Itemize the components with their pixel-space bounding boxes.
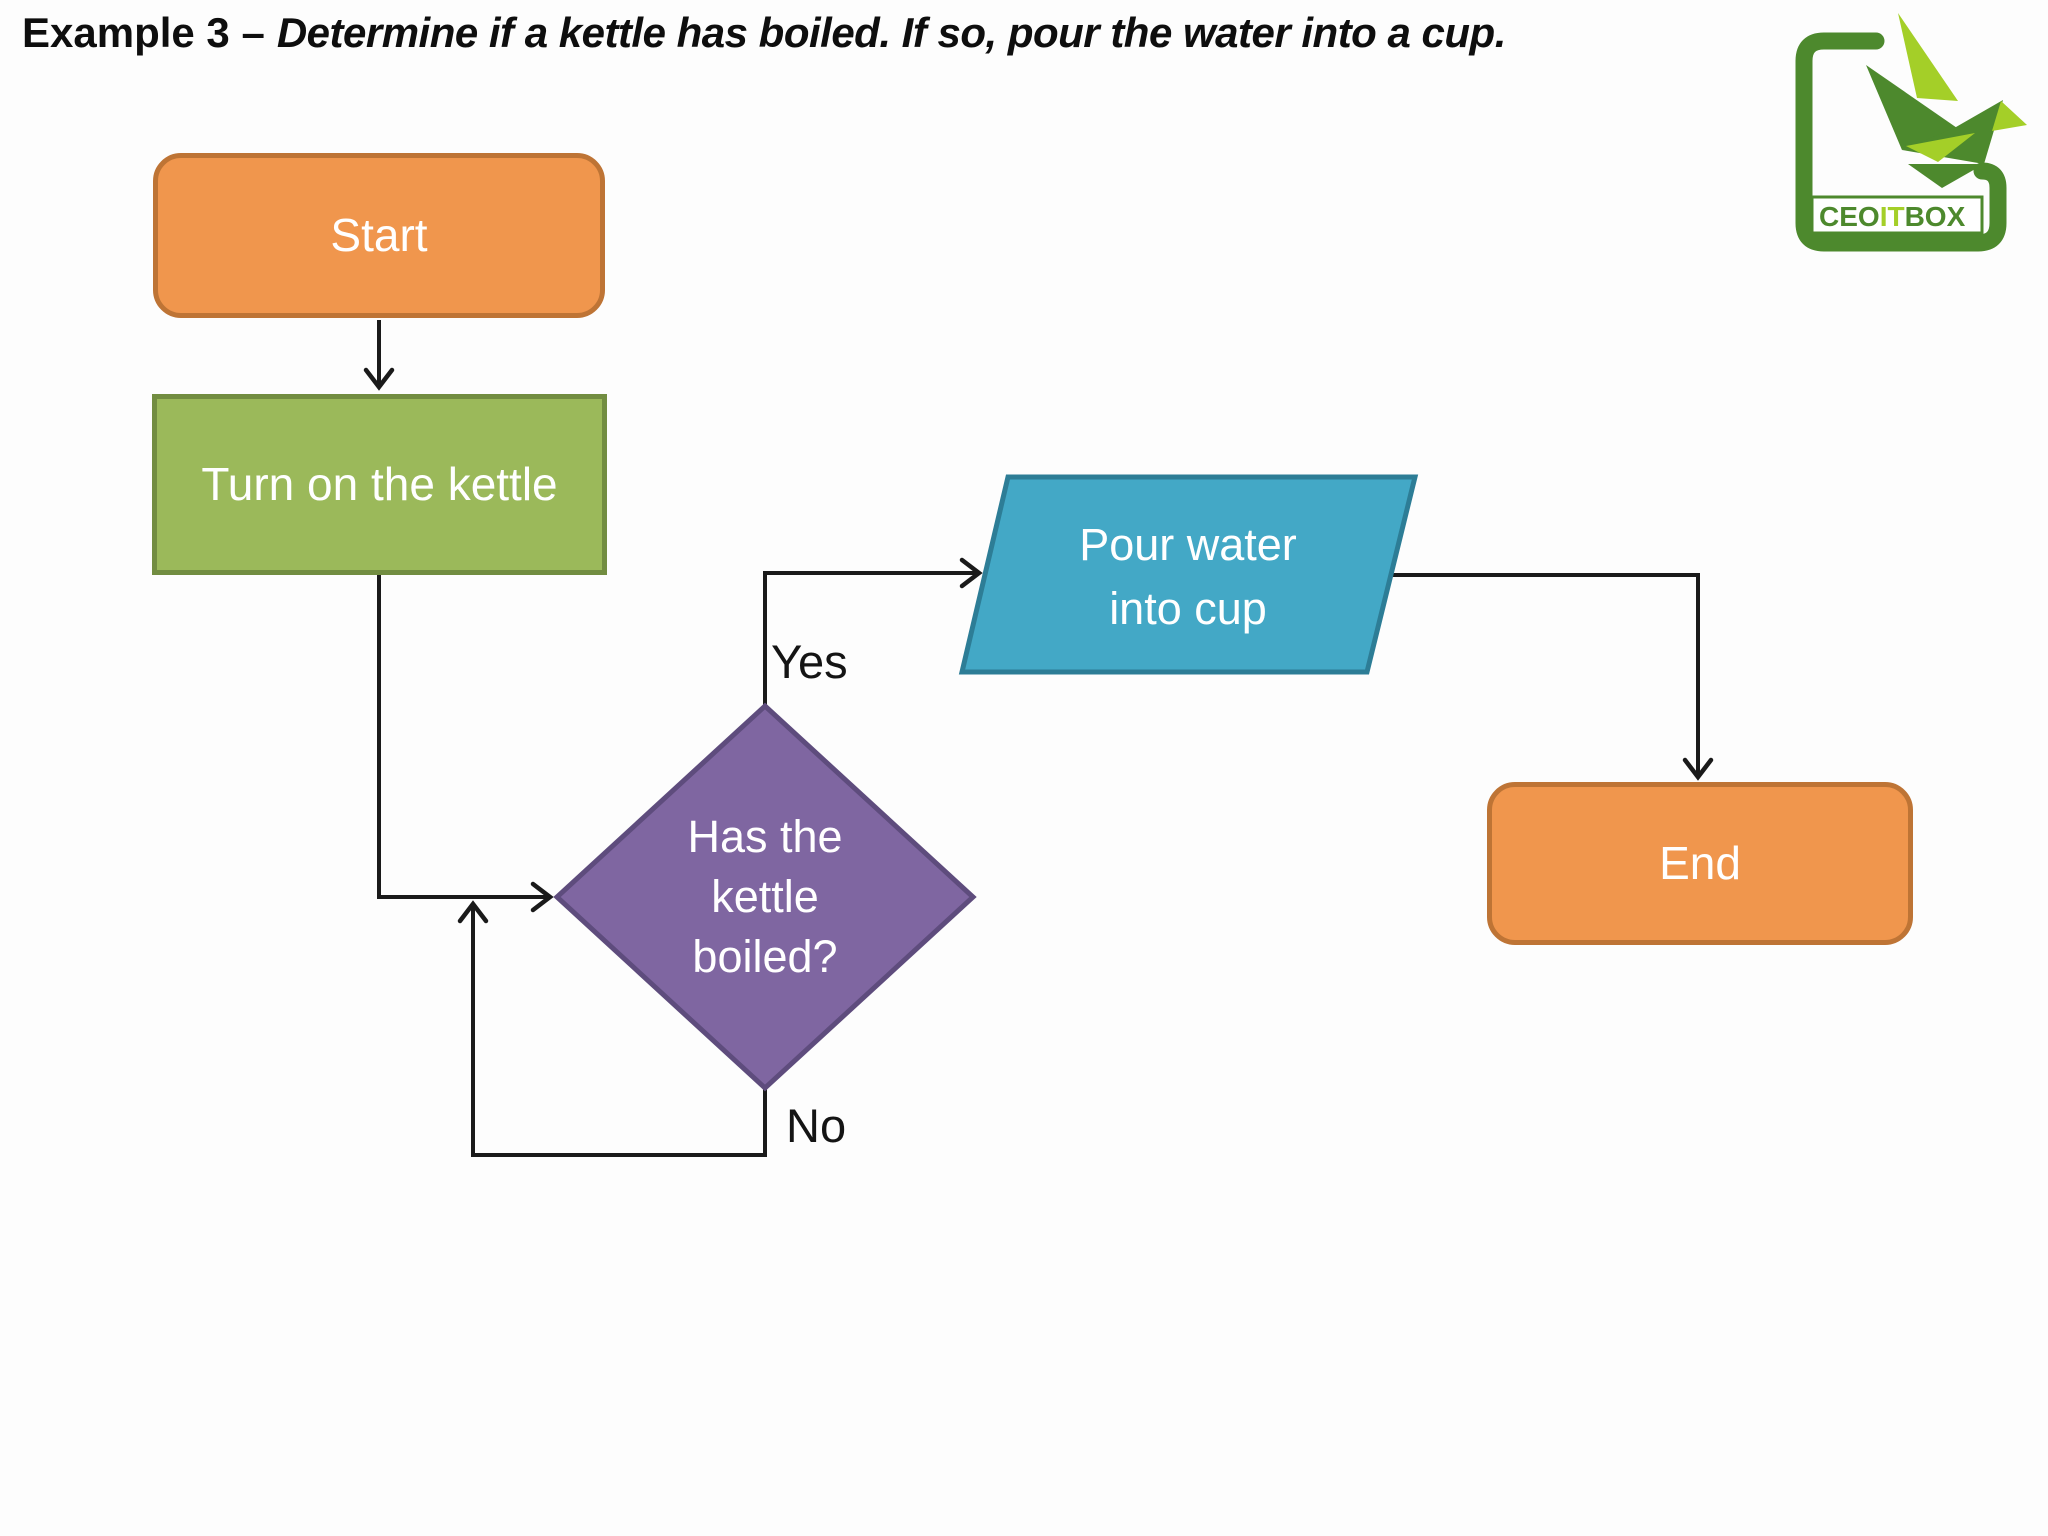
logo-wordmark-box <box>1810 195 1984 235</box>
edge-label-no: No <box>786 1099 847 1152</box>
edge-label-yes: Yes <box>771 635 848 688</box>
logo-word-box: BOX <box>1905 201 1966 232</box>
io-node-shape <box>958 474 1419 675</box>
logo-word-ceo: CEO <box>1819 201 1880 232</box>
title-prefix: Example 3 – <box>22 9 265 56</box>
edge-process-to-decision <box>377 575 554 913</box>
bird-front-wing <box>1866 65 1960 150</box>
edge-io-to-end <box>1389 573 1714 781</box>
start-node: Start <box>153 153 605 318</box>
io-node-label: Pour water into cup <box>988 513 1388 641</box>
logo-frame <box>1795 32 2007 252</box>
decision-node-shape <box>553 702 977 1092</box>
bird-beak <box>1992 101 2027 131</box>
io-label-line1: Pour water <box>1079 519 1297 570</box>
origami-bird-icon <box>1866 13 2027 188</box>
bird-tail-accent <box>1906 133 1975 162</box>
process-node-label: Turn on the kettle <box>201 457 558 510</box>
end-node: End <box>1487 782 1913 945</box>
decision-label-line1: Has the <box>687 811 843 862</box>
bird-lower-body <box>1908 164 1984 188</box>
bird-upper-wing <box>1898 13 1958 101</box>
logo-wordmark: CEOITBOX <box>1819 201 1966 232</box>
logo-word-it: IT <box>1880 201 1905 232</box>
page-title: Example 3 –Determine if a kettle has boi… <box>22 8 1506 58</box>
edge-decision-no-loop <box>457 900 767 1157</box>
decision-label-line3: boiled? <box>692 931 838 982</box>
title-body: Determine if a kettle has boiled. If so,… <box>276 9 1507 56</box>
ceoitbox-logo-graphic: CEOITBOX <box>1795 13 2027 252</box>
decision-label-line2: kettle <box>711 871 819 922</box>
ceoitbox-logo: CEOITBOX <box>1786 2 2046 262</box>
end-node-label: End <box>1659 836 1741 889</box>
io-label-line2: into cup <box>1109 583 1267 634</box>
edge-decision-yes-to-io <box>763 557 983 706</box>
decision-node-label: Has the kettle boiled? <box>590 807 940 987</box>
process-node: Turn on the kettle <box>152 394 607 575</box>
start-node-label: Start <box>330 208 428 261</box>
